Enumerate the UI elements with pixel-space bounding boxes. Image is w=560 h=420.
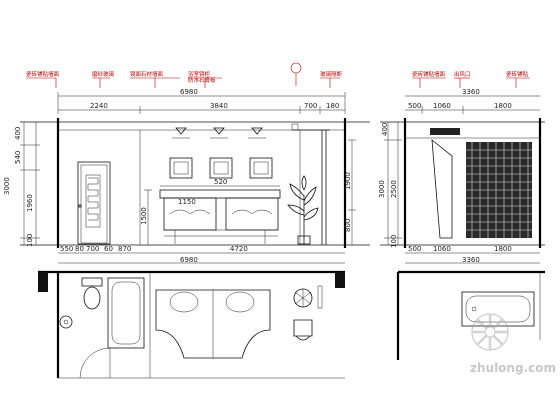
dim-bot-60: 60: [104, 245, 113, 253]
dim-right-1060: 1060: [433, 102, 451, 110]
watermark: zhulong.com: [470, 313, 556, 375]
label-right-tile: 瓷砖铺贴: [506, 70, 529, 78]
label-frosted-glass: 磨砂玻璃: [92, 70, 115, 78]
dim-right-v400: 400: [381, 123, 389, 136]
dim-top-total: 6980: [180, 88, 198, 96]
dim-left-540: 540: [14, 151, 22, 164]
dim-top-2: 3840: [210, 102, 228, 110]
dim-right-total: 3360: [462, 88, 480, 96]
left-elevation: 6980 2240 3840 700 180 瓷砖铺贴墙面 磨砂玻璃 镜面石材墙…: [3, 62, 370, 264]
dim-mid-800: 800: [344, 219, 352, 232]
dim-top-3: 700: [304, 102, 317, 110]
dim-left-400: 400: [14, 127, 22, 140]
dim-right-500: 500: [408, 102, 421, 110]
dim-right-v2500: 2500: [390, 180, 398, 198]
dim-left-3000: 3000: [3, 177, 11, 195]
watermark-text: zhulong.com: [470, 361, 556, 375]
dim-mid-1500: 1500: [140, 207, 148, 225]
label-mirror-cabinet: 浴室镜柜: [188, 70, 211, 78]
label-mirror-stone: 镜面石材墙面: [130, 70, 164, 78]
label-right-tile-wall: 瓷砖铺贴墙面: [412, 70, 446, 78]
dim-top-4: 180: [326, 102, 339, 110]
left-plan: [38, 270, 345, 379]
label-glass-partition: 玻璃隔断: [320, 70, 343, 78]
dim-bot-80: 80: [75, 245, 84, 253]
right-plan: [396, 270, 545, 360]
label-gypsum-board: 防水石膏板: [188, 76, 216, 84]
dim-mid-1900: 1900: [344, 172, 352, 190]
dim-right-bot-1800: 1800: [494, 245, 512, 253]
right-elevation: 3360 500 1060 1800 瓷砖铺贴墙面 出风口 瓷砖铺贴 400 3…: [378, 70, 545, 264]
dim-top-1: 2240: [90, 102, 108, 110]
dim-bot-700: 700: [86, 245, 99, 253]
dim-right-v3000: 3000: [378, 180, 386, 198]
label-tile-wall: 瓷砖铺贴墙面: [26, 70, 60, 78]
dim-left-100: 100: [26, 234, 34, 247]
dim-right-bot-1060: 1060: [433, 245, 451, 253]
dim-right-1800: 1800: [494, 102, 512, 110]
dim-left-1960: 1960: [26, 194, 34, 212]
dim-right-bot-500: 500: [408, 245, 421, 253]
label-right-vent: 出风口: [454, 70, 471, 78]
watermark-logo-icon: [471, 313, 509, 351]
dim-right-v100: 100: [390, 235, 398, 248]
dim-bot-870: 870: [118, 245, 131, 253]
dim-right-bot-total: 3360: [462, 256, 480, 264]
dim-inner-1150: 1150: [178, 198, 196, 206]
dim-inner-520: 520: [214, 178, 227, 186]
dim-bot-total: 6980: [180, 256, 198, 264]
dim-bot-4720: 4720: [230, 245, 248, 253]
dim-bot-550: 550: [60, 245, 73, 253]
plant-icon: [287, 175, 319, 245]
